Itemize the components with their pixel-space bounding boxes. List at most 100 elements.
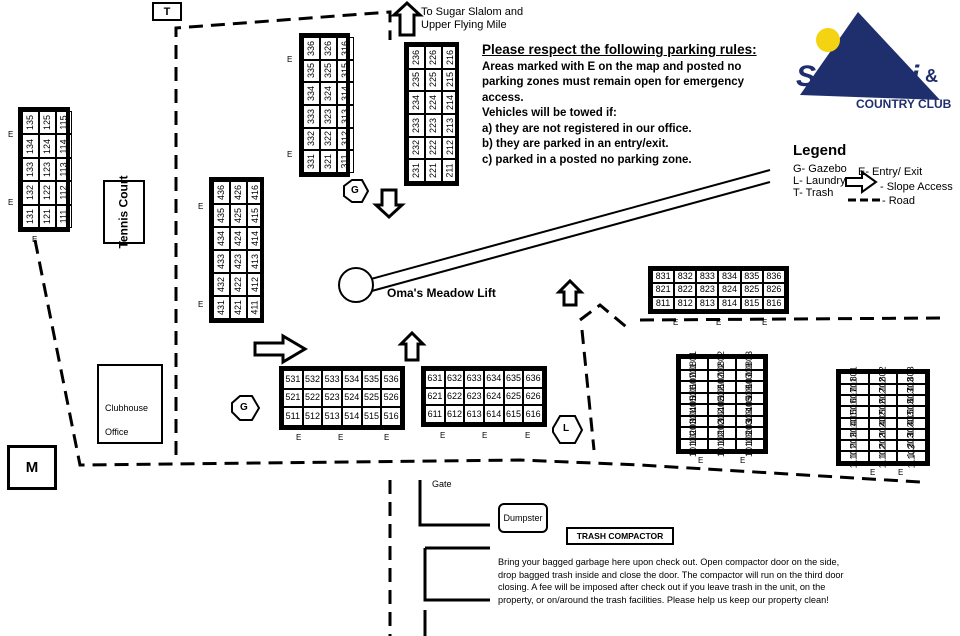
parking-space: 10501 (680, 386, 708, 411)
parking-space: 316 (337, 37, 355, 60)
office-label: Office (105, 427, 129, 437)
parking-space-label: 232 (411, 140, 422, 156)
parking-space-label: 11103 (906, 444, 917, 469)
parking-space-label: 131 (25, 208, 36, 224)
parking-space: 11703 (897, 378, 926, 402)
parking-space: 511 (283, 407, 303, 426)
parking-space: 533 (322, 370, 342, 389)
parking-space-label: 414 (250, 230, 261, 247)
parking-space: 11503 (897, 400, 926, 424)
parking-space: 436 (213, 181, 231, 204)
parking-space-label: 214 (445, 95, 456, 111)
parking-space: 312 (337, 127, 355, 151)
parking-space-label: 226 (428, 49, 439, 65)
parking-space-label: 231 (411, 163, 422, 179)
parking-space: 513 (322, 407, 342, 426)
parking-space: 822 (674, 283, 697, 297)
parking-space-label: 216 (445, 49, 456, 65)
parking-space-label: 225 (428, 72, 439, 88)
parking-space-label: 415 (250, 207, 261, 224)
hexagons (231, 179, 584, 444)
parking-space: 10601 (680, 374, 708, 399)
parking-space-label: 335 (306, 63, 317, 79)
parking-space: 10201 (680, 420, 708, 445)
parking-space: 433 (213, 250, 231, 273)
parking-space-label: 112 (58, 185, 69, 201)
parking-space: 835 (740, 270, 763, 284)
parking-space-label: 431 (216, 299, 227, 316)
parking-space: 821 (652, 283, 675, 297)
parking-space-label: 111 (58, 209, 69, 224)
parking-space: 322 (320, 127, 338, 151)
parking-space-label: 325 (323, 63, 334, 79)
parking-space: 811 (652, 296, 675, 310)
up-arrow-icon (390, 0, 424, 37)
parking-space: 11502 (868, 400, 898, 424)
parking-space: 226 (425, 46, 443, 69)
parking-space-label: 316 (340, 40, 351, 56)
road-main (33, 239, 921, 484)
gazebo-icon (343, 179, 370, 203)
entry-marker: E (740, 456, 746, 465)
parking-space-label: 433 (216, 253, 227, 270)
maintenance-marker: M (7, 445, 57, 490)
parking-space: 814 (718, 296, 741, 310)
entry-marker: E (287, 55, 293, 64)
parking-space: 233 (408, 113, 426, 137)
parking-space: 631 (425, 370, 445, 388)
parking-space: 522 (302, 388, 323, 408)
rules-line-1: Areas marked with E on the map and poste… (482, 60, 745, 104)
parking-space: 321 (320, 150, 338, 173)
parking-space: 412 (247, 273, 265, 296)
parking-space-label: 221 (428, 163, 439, 179)
parking-space: 634 (483, 370, 504, 388)
parking-space: 512 (302, 407, 323, 426)
gazebo-icon-2 (231, 395, 261, 421)
dumpster: Dumpster (498, 503, 548, 533)
parking-space: 223 (425, 113, 443, 137)
parking-space: 525 (361, 388, 382, 408)
parking-space: 135 (22, 111, 40, 135)
parking-space: 613 (464, 405, 484, 423)
parking-space-label: 211 (445, 163, 456, 178)
parking-space-label: 413 (250, 253, 261, 270)
parking-space-label: 326 (323, 40, 334, 56)
parking-space: 10602 (708, 374, 736, 399)
parking-space: 11701 (840, 378, 869, 402)
logo-amp: & (925, 66, 938, 86)
legend-arrow-icon (845, 170, 878, 194)
entry-marker: E (525, 431, 531, 440)
parking-space: 212 (442, 136, 460, 160)
parking-space-label: 424 (233, 230, 244, 247)
trash-compactor: TRASH COMPACTOR (566, 527, 674, 545)
parking-space: 432 (213, 273, 231, 296)
gazebo-letter: G (351, 185, 359, 196)
parking-space: 813 (696, 296, 719, 310)
parking-space-label: 311 (340, 154, 351, 169)
lift-label: Oma's Meadow Lift (387, 286, 496, 300)
entry-marker: E (296, 433, 302, 442)
parking-space: 431 (213, 296, 231, 319)
logo-word-1: SugarSki (796, 60, 919, 93)
parking-space: 633 (464, 370, 484, 388)
parking-space-label: 124 (42, 138, 53, 154)
entry-marker: E (698, 456, 704, 465)
parking-space: 521 (283, 388, 303, 408)
laundry-letter: L (563, 423, 570, 434)
parking-space: 11201 (840, 433, 869, 457)
parking-space-label: 416 (250, 184, 261, 201)
parking-space-label: 333 (306, 108, 317, 124)
parking-space-label: 334 (306, 86, 317, 102)
lift-terminal-icon (338, 267, 374, 303)
right-arrow-icon (253, 333, 308, 365)
parking-space-label: 332 (306, 131, 317, 147)
parking-space: 833 (696, 270, 719, 284)
parking-space-label: 10103 (744, 431, 755, 457)
parking-space: 232 (408, 136, 426, 160)
parking-space: 526 (381, 388, 401, 408)
parking-space: 121 (39, 204, 57, 228)
entry-marker: E (870, 468, 876, 477)
entry-marker: E (716, 318, 722, 327)
